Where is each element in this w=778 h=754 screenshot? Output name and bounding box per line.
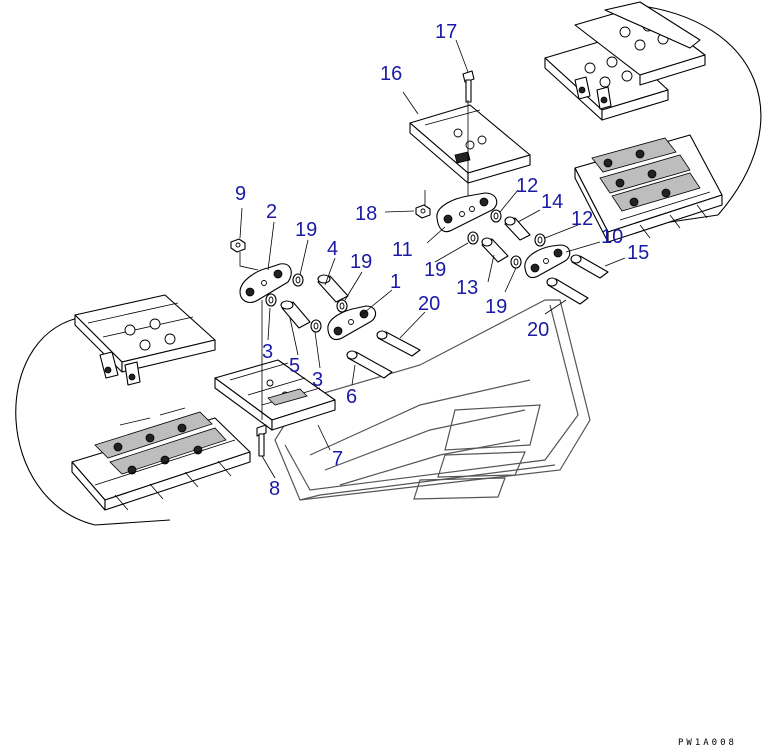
nut-9-axis bbox=[239, 252, 259, 271]
nut-9 bbox=[230, 238, 246, 253]
callout-12-a: 12 bbox=[516, 175, 538, 197]
callout-20-a: 20 bbox=[418, 293, 440, 315]
pin-6 bbox=[346, 350, 393, 379]
bushing-13 bbox=[481, 237, 509, 263]
right-track-assembly bbox=[544, 1, 762, 243]
callout-12-b: 12 bbox=[571, 208, 593, 230]
bushing-14 bbox=[504, 216, 531, 241]
callout-4: 4 bbox=[327, 238, 338, 260]
link-10 bbox=[524, 244, 571, 279]
shoe-16 bbox=[409, 104, 531, 184]
pin-20-a bbox=[376, 330, 421, 357]
callout-2: 2 bbox=[266, 201, 277, 223]
callout-16: 16 bbox=[380, 63, 402, 85]
nut-18 bbox=[415, 204, 431, 219]
drawing-code: PW1A008 bbox=[678, 738, 737, 748]
seal-3-a bbox=[265, 293, 277, 307]
callout-labels: 17 16 9 2 19 4 19 1 3 5 3 6 20 7 8 18 11… bbox=[235, 21, 649, 500]
callout-19-d: 19 bbox=[485, 296, 507, 318]
callout-19-a: 19 bbox=[295, 219, 317, 241]
callout-3-b: 3 bbox=[312, 369, 323, 391]
callout-7: 7 bbox=[332, 448, 343, 470]
pin-20-b bbox=[546, 277, 589, 305]
bushing-5 bbox=[280, 300, 311, 329]
callout-13: 13 bbox=[456, 277, 478, 299]
seal-3-b bbox=[310, 319, 322, 333]
left-track-assembly bbox=[15, 294, 251, 526]
callout-3-a: 3 bbox=[262, 341, 273, 363]
callout-9: 9 bbox=[235, 183, 246, 205]
seal-19-c bbox=[490, 209, 502, 223]
callout-19-c: 19 bbox=[424, 259, 446, 281]
ghost-track-outline bbox=[274, 299, 591, 501]
callout-14: 14 bbox=[541, 191, 563, 213]
callout-18: 18 bbox=[355, 203, 377, 225]
shoe-bolt-8 bbox=[256, 424, 267, 457]
master-link-11 bbox=[436, 192, 498, 233]
seal-19-a bbox=[292, 273, 304, 287]
seal-19-d bbox=[467, 231, 479, 245]
leader-lines bbox=[239, 39, 626, 479]
shoe-bolt-17 bbox=[462, 70, 475, 103]
callout-15: 15 bbox=[627, 242, 649, 264]
callout-20-b: 20 bbox=[527, 319, 549, 341]
callout-17: 17 bbox=[435, 21, 457, 43]
callout-6: 6 bbox=[346, 386, 357, 408]
callout-19-b: 19 bbox=[350, 251, 372, 273]
seal-12-b bbox=[510, 255, 522, 269]
seal-12-a bbox=[534, 233, 546, 247]
pin-15 bbox=[570, 254, 609, 279]
bushing-4 bbox=[317, 274, 349, 303]
callout-10: 10 bbox=[601, 226, 623, 248]
track-shoe-7 bbox=[214, 359, 336, 431]
link-1 bbox=[327, 305, 377, 341]
callout-8: 8 bbox=[269, 478, 280, 500]
link-2 bbox=[239, 263, 292, 303]
callout-1: 1 bbox=[390, 271, 401, 293]
callout-5: 5 bbox=[289, 355, 300, 377]
seal-19-b bbox=[336, 299, 348, 313]
callout-11: 11 bbox=[392, 239, 413, 261]
